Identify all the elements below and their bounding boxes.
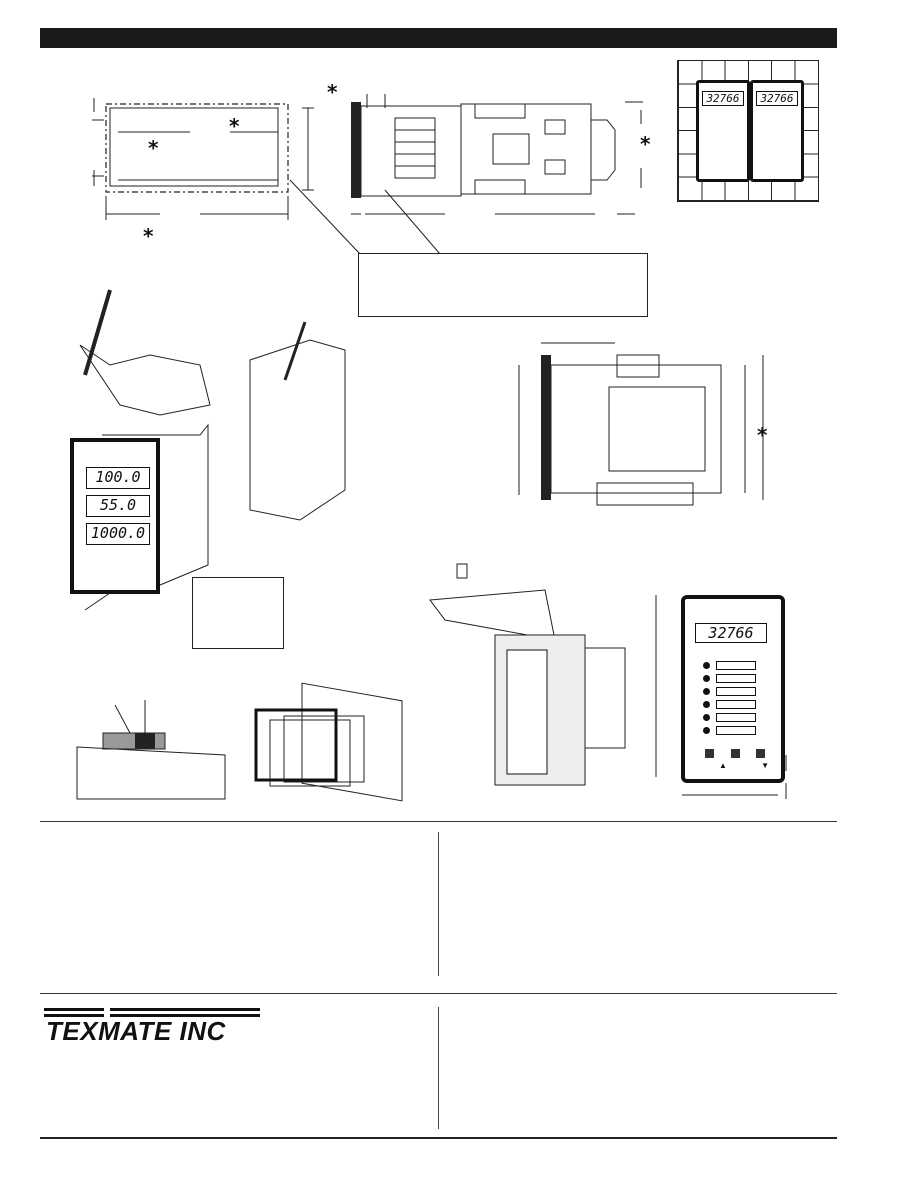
label-slot xyxy=(716,674,756,683)
footer-rule xyxy=(40,1137,837,1139)
housing-drawing xyxy=(249,321,346,521)
section-divider xyxy=(40,821,837,822)
asterisk-icon: * xyxy=(640,132,651,156)
asterisk-icon: * xyxy=(143,224,154,248)
leader-line xyxy=(289,179,441,255)
display-row-3: 1000.0 xyxy=(86,523,150,545)
function-key xyxy=(705,749,714,758)
note-callout-box xyxy=(358,253,648,317)
note-callout-box xyxy=(192,577,284,649)
down-arrow-icon: ▼ xyxy=(761,761,769,770)
function-key xyxy=(756,749,765,758)
label-slot xyxy=(716,726,756,735)
exploded-gasket-drawing xyxy=(254,682,403,802)
asterisk-icon: * xyxy=(148,136,159,160)
asterisk-icon: * xyxy=(757,423,768,447)
label-slot xyxy=(716,661,756,670)
hinged-cover-drawing xyxy=(429,563,626,786)
section-divider xyxy=(40,993,837,994)
column-divider xyxy=(438,832,439,976)
panel-cutout-drawing xyxy=(92,98,314,220)
small-meter-left: 32766 xyxy=(696,80,750,182)
led-indicator xyxy=(703,662,710,669)
logo-text: TEXMATE INC xyxy=(46,1016,226,1046)
meter-display: 32766 xyxy=(756,91,798,106)
function-key xyxy=(730,749,740,758)
display-row-2: 55.0 xyxy=(86,495,150,517)
side-dimension-drawing xyxy=(518,342,764,506)
header-bar xyxy=(40,28,837,48)
up-arrow-icon: ▲ xyxy=(719,761,727,770)
column-divider xyxy=(438,1007,439,1129)
texmate-logo: TEXMATE INC xyxy=(40,1008,290,1048)
small-meter-right: 32766 xyxy=(750,80,804,182)
meter-display: 32766 xyxy=(702,91,744,106)
meter-display: 32766 xyxy=(695,623,767,643)
asterisk-icon: * xyxy=(327,80,338,104)
gasket-section-drawing xyxy=(76,700,226,800)
label-slot xyxy=(716,713,756,722)
label-slot xyxy=(716,687,756,696)
led-indicator xyxy=(703,701,710,708)
led-indicator xyxy=(703,727,710,734)
side-profile-drawing xyxy=(351,94,643,215)
led-indicator xyxy=(703,675,710,682)
led-indicator xyxy=(703,688,710,695)
led-indicator xyxy=(703,714,710,721)
label-slot xyxy=(716,700,756,709)
meter-with-clamp-drawing xyxy=(70,289,211,611)
display-row-1: 100.0 xyxy=(86,467,150,489)
asterisk-icon: * xyxy=(229,114,240,138)
front-dimension-lines xyxy=(655,595,787,799)
front-panel-meter: 32766 ▲ ▼ xyxy=(681,595,785,783)
